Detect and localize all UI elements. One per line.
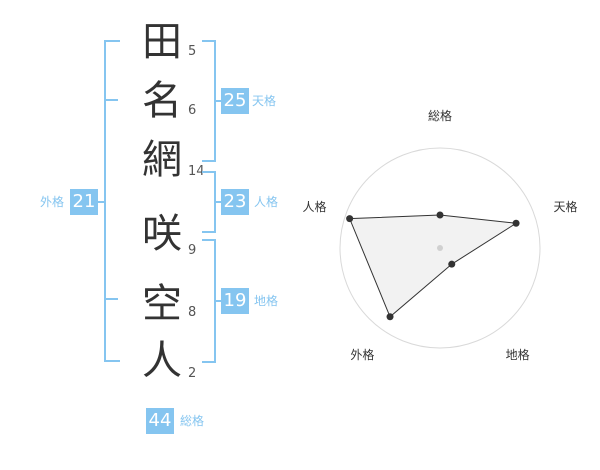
jinkaku-label: 人格 <box>254 195 279 209</box>
radar-axis-label: 地格 <box>506 347 530 362</box>
radar-point <box>512 219 520 227</box>
name-char-2: 名 <box>142 78 182 124</box>
name-char-4: 咲 <box>142 211 182 257</box>
gaikaku-label: 外格 <box>40 195 65 209</box>
name-char-5: 空 <box>142 281 182 327</box>
stroke-count-3: 14 <box>188 164 205 179</box>
chikaku-label: 地格 <box>254 294 279 308</box>
chikaku-value: 19 <box>221 288 249 314</box>
radar-axis-label: 天格 <box>554 199 578 214</box>
name-char-3: 網 <box>142 137 182 183</box>
radar-area <box>348 214 518 318</box>
soukaku-value: 44 <box>146 408 174 434</box>
stroke-count-5: 8 <box>188 305 197 320</box>
radar-point <box>436 211 444 219</box>
jinkaku-value: 23 <box>221 189 249 215</box>
gaikaku-bracket-tick-top <box>106 99 118 101</box>
name-char-6: 人 <box>142 338 182 384</box>
radar-point <box>386 313 394 321</box>
gaikaku-connector <box>96 201 106 203</box>
jinkaku-connector <box>214 201 222 203</box>
gaikaku-bracket-tick-bottom <box>106 298 118 300</box>
radar-point <box>346 215 354 223</box>
chikaku-connector <box>214 300 222 302</box>
stroke-count-2: 6 <box>188 103 197 118</box>
tenkaku-connector <box>214 100 222 102</box>
radar-point <box>448 260 456 268</box>
tenkaku-label: 天格 <box>252 94 277 108</box>
gaikaku-value: 21 <box>70 189 98 215</box>
radar-axis-label: 人格 <box>302 199 326 214</box>
tenkaku-value: 25 <box>221 88 249 114</box>
radar-axis-label: 総格 <box>428 108 452 123</box>
stroke-count-4: 9 <box>188 243 197 258</box>
name-char-1: 田 <box>142 19 182 65</box>
radar-axis-label: 外格 <box>350 347 374 362</box>
soukaku-label: 総格 <box>180 414 205 428</box>
stroke-count-6: 2 <box>188 366 197 381</box>
radar-center <box>437 245 443 251</box>
stroke-count-1: 5 <box>188 44 197 59</box>
